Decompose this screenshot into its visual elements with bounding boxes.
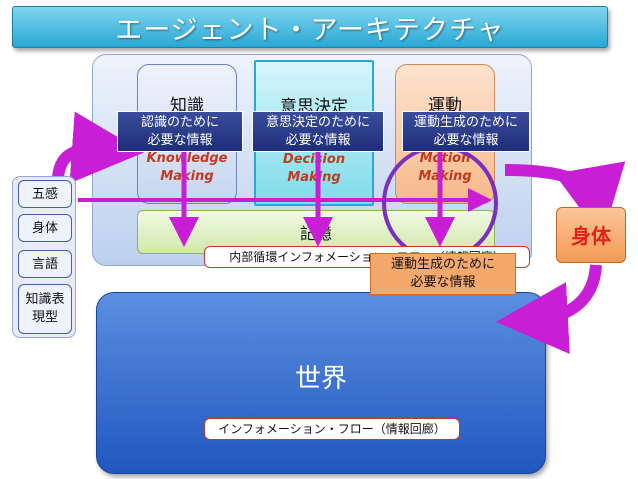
knowledge-info-line1: 認識のために [140, 115, 219, 130]
sense-item-five-senses: 五感 [18, 180, 72, 208]
body-output-arrow [504, 161, 626, 239]
info-flow-box: インフォメーション・フロー（情報回廊） [204, 418, 460, 440]
sense-input-arrow [52, 111, 144, 184]
motion-lower-info-line1: 運動生成のために [390, 257, 495, 272]
sense-item-knowledge-repr: 知識表 現型 [18, 284, 72, 334]
body-box: 身体 [556, 207, 626, 263]
decision-info-box: 意思決定のために 必要な情報 [252, 111, 384, 152]
decision-info-line2: 必要な情報 [285, 133, 351, 148]
world-label: 世界 [294, 364, 347, 394]
decision-info-line1: 意思決定のために [265, 115, 370, 130]
world-panel [96, 292, 546, 474]
motion-lower-info-line2: 必要な情報 [410, 275, 476, 290]
knowledge-info-line2: 必要な情報 [147, 133, 213, 148]
sense-item-knowledge-repr-line1: 知識表 [25, 292, 65, 307]
motion-info-box: 運動生成のために 必要な情報 [402, 111, 530, 152]
motion-info-line2: 必要な情報 [433, 133, 499, 148]
world-input-arrow [496, 264, 602, 355]
motion-info-line1: 運動生成のために [413, 115, 518, 130]
page-title: エージェント・アーキテクチャ [12, 6, 608, 48]
sense-item-knowledge-repr-line2: 現型 [31, 310, 58, 325]
knowledge-info-box: 認識のために 必要な情報 [117, 111, 243, 152]
sense-item-body: 身体 [18, 214, 72, 242]
motion-lower-info-box: 運動生成のために 必要な情報 [370, 253, 516, 295]
sense-item-language: 言語 [18, 250, 72, 278]
